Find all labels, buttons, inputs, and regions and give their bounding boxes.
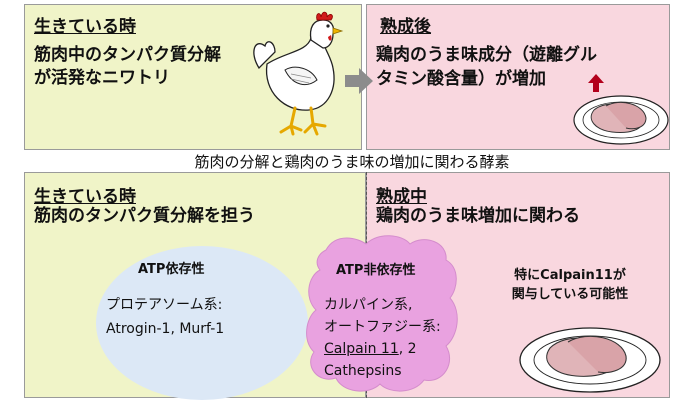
atp-dependent-line-1: プロテアソーム系: xyxy=(106,297,223,313)
bottom-left-subheading: 筋肉のタンパク質分解を担う xyxy=(34,206,255,226)
top-right-line-2: タミン酸含量）が増加 xyxy=(376,69,546,89)
calpain-suffix: , 2 xyxy=(398,341,417,357)
up-arrow-icon xyxy=(588,74,604,92)
right-arrow-icon xyxy=(345,68,373,94)
calpain11-note-line-2: 関与している可能性 xyxy=(511,287,629,302)
chicken-illustration xyxy=(253,11,344,136)
atp-dependent-title: ATP依存性 xyxy=(138,262,205,277)
atp-independent-cloud xyxy=(306,235,458,392)
atp-dependent-ellipse xyxy=(96,246,308,400)
calpain11-note: 特にCalpain11が 関与している可能性 xyxy=(500,266,640,304)
meat-plate-bottom xyxy=(519,327,661,393)
top-left-line-1: 筋肉中のタンパク質分解 xyxy=(34,45,221,65)
calpain11-underlined: Calpain 11 xyxy=(324,341,399,357)
top-right-heading: 熟成後 xyxy=(380,17,431,37)
top-left-heading: 生きている時 xyxy=(34,17,136,37)
meat-plate xyxy=(573,95,669,145)
atp-independent-title: ATP非依存性 xyxy=(336,263,416,278)
bottom-right-subheading: 鶏肉のうま味増加に関わる xyxy=(376,206,580,226)
calpain11-note-line-1: 特にCalpain11が xyxy=(514,268,626,283)
atp-independent-line-1: カルパイン系, xyxy=(324,297,413,313)
atp-independent-line-4: Cathepsins xyxy=(324,363,402,379)
top-right-line-1: 鶏肉のうま味成分（遊離グル xyxy=(376,45,597,65)
top-left-line-2: が活発なニワトリ xyxy=(34,68,170,88)
center-title: 筋肉の分解と鶏肉のうま味の増加に関わる酵素 xyxy=(132,152,572,172)
bottom-right-heading: 熟成中 xyxy=(376,187,427,207)
atp-independent-line-2: オートファジー系: xyxy=(324,319,441,335)
atp-dependent-line-2: Atrogin-1, Murf-1 xyxy=(106,321,225,337)
bottom-left-heading: 生きている時 xyxy=(34,187,136,207)
atp-independent-line-3: Calpain 11, 2 xyxy=(324,338,417,360)
